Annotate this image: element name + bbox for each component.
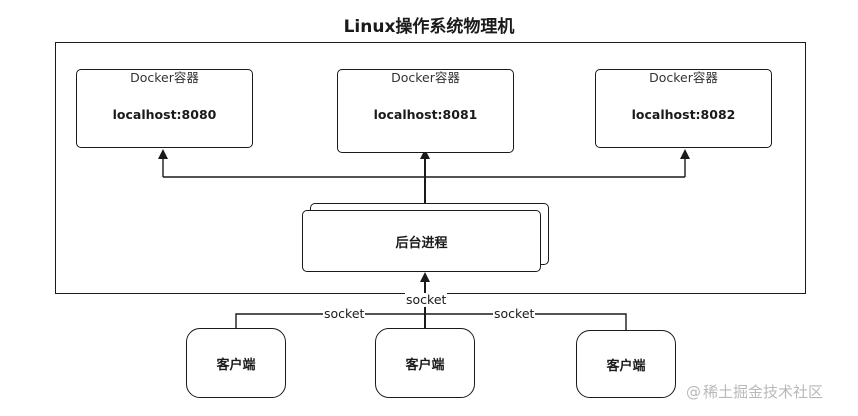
diagram-title: Linux操作系统物理机 [343,17,515,37]
client-label: 客户端 [606,358,646,374]
socket-label-left: socket [323,306,366,321]
client-label: 客户端 [405,357,445,373]
docker-container-label: Docker容器 [391,70,460,85]
docker-container-address: localhost:8082 [631,107,736,122]
watermark: @ 稀土掘金技术社区 [686,381,823,402]
socket-label-center: socket [405,292,448,307]
watermark-text: 稀土掘金技术社区 [703,383,824,401]
docker-container-8080: Docker容器 localhost:8080 [76,69,253,148]
client-center: 客户端 [375,328,475,398]
edge-client-right-route [425,313,627,330]
docker-container-label: Docker容器 [649,70,718,85]
docker-container-address: localhost:8080 [112,107,217,122]
socket-label-right: socket [493,306,536,321]
watermark-at-icon: @ [686,382,701,401]
backend-process: 后台进程 [302,210,541,272]
docker-container-8081: Docker容器 localhost:8081 [337,69,514,153]
docker-container-address: localhost:8081 [373,107,478,122]
client-left: 客户端 [186,328,286,398]
docker-container-8082: Docker容器 localhost:8082 [595,69,772,148]
docker-container-label: Docker容器 [130,70,199,85]
backend-process-label: 后台进程 [395,235,448,251]
client-label: 客户端 [216,357,256,373]
client-right: 客户端 [576,330,676,398]
